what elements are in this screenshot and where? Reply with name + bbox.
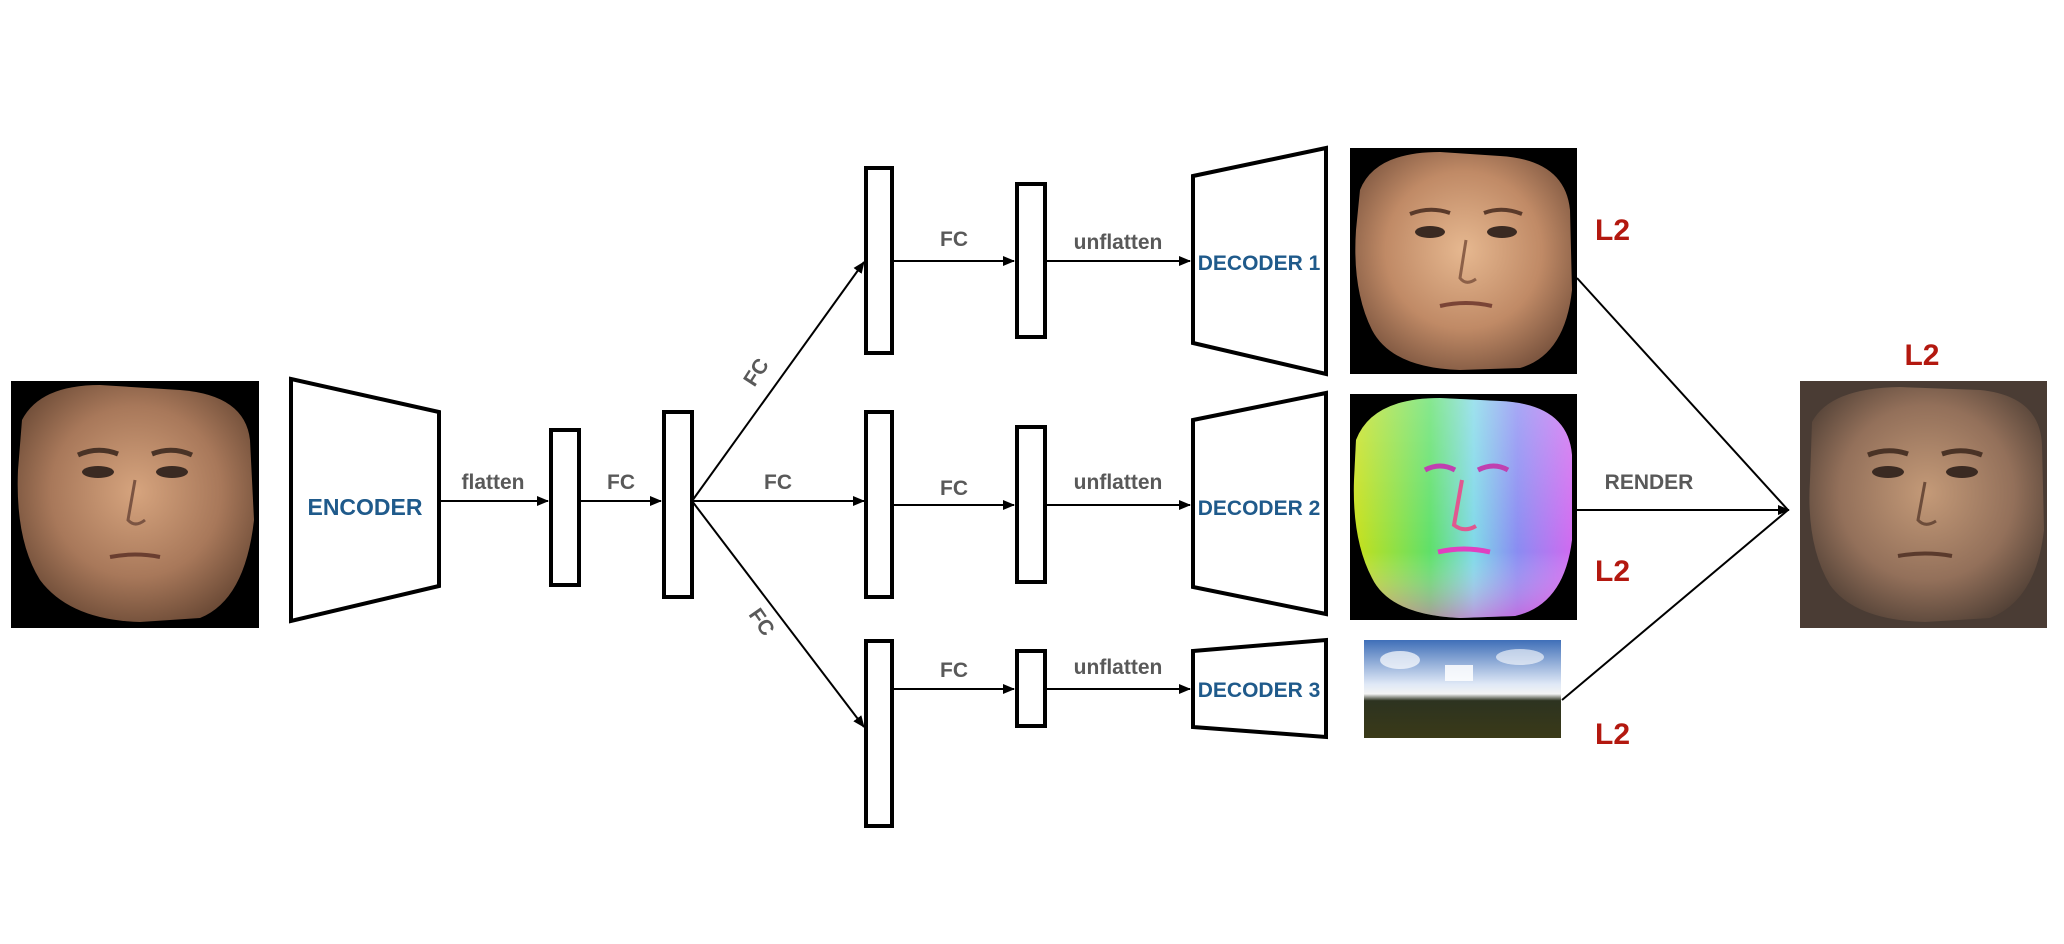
render-line-albedo [1576,277,1789,511]
decoder-3-block: DECODER 3 [1191,637,1328,740]
unflatten-label-bot: unflatten [1074,656,1163,679]
albedo-face-image [1350,148,1577,374]
render-label: RENDER [1605,471,1694,494]
branch-vector-3 [864,639,894,828]
loss-normal: L2 [1595,555,1630,588]
environment-light-image [1364,640,1561,738]
input-face-image [11,381,259,628]
latent-vector [662,410,694,599]
fc-label-up: FC [739,354,774,390]
decoder-1-label: DECODER 1 [1198,252,1321,275]
flattened-vector [549,428,581,587]
loss-light: L2 [1595,718,1630,751]
encoder-label: ENCODER [307,494,422,520]
unflatten-label-mid: unflatten [1074,471,1163,494]
rendered-face-image [1800,381,2047,628]
decoder-2-block: DECODER 2 [1191,390,1328,617]
flatten-label: flatten [462,471,525,494]
eye-left-icon [82,466,114,478]
loss-albedo: L2 [1595,214,1630,247]
fc-label-mid-branch: FC [940,477,968,500]
small-vector-2 [1015,425,1047,584]
albedo-eye-right-icon [1487,226,1517,238]
unflatten-label-top: unflatten [1074,231,1163,254]
fc-label-mid: FC [764,471,792,494]
decoder-2-label: DECODER 2 [1198,497,1321,520]
branch-vector-2 [864,410,894,599]
small-vector-1 [1015,182,1047,339]
render-line-light [1561,509,1789,701]
fc-label-bot: FC [940,659,968,682]
loss-output: L2 [1904,339,1939,372]
albedo-eye-left-icon [1415,226,1445,238]
normal-map-image [1350,394,1577,620]
branch-arrow-down [691,500,865,728]
output-eye-right-icon [1946,466,1978,478]
branch-arrow-up [691,261,865,502]
encoder-block: ENCODER [289,376,441,624]
eye-right-icon [156,466,188,478]
fc-label-top: FC [940,228,968,251]
fc-label-main: FC [607,471,635,494]
branch-vector-1 [864,166,894,355]
small-vector-3 [1015,649,1047,728]
decoder-1-block: DECODER 1 [1191,145,1328,377]
decoder-3-label: DECODER 3 [1198,679,1321,702]
output-eye-left-icon [1872,466,1904,478]
